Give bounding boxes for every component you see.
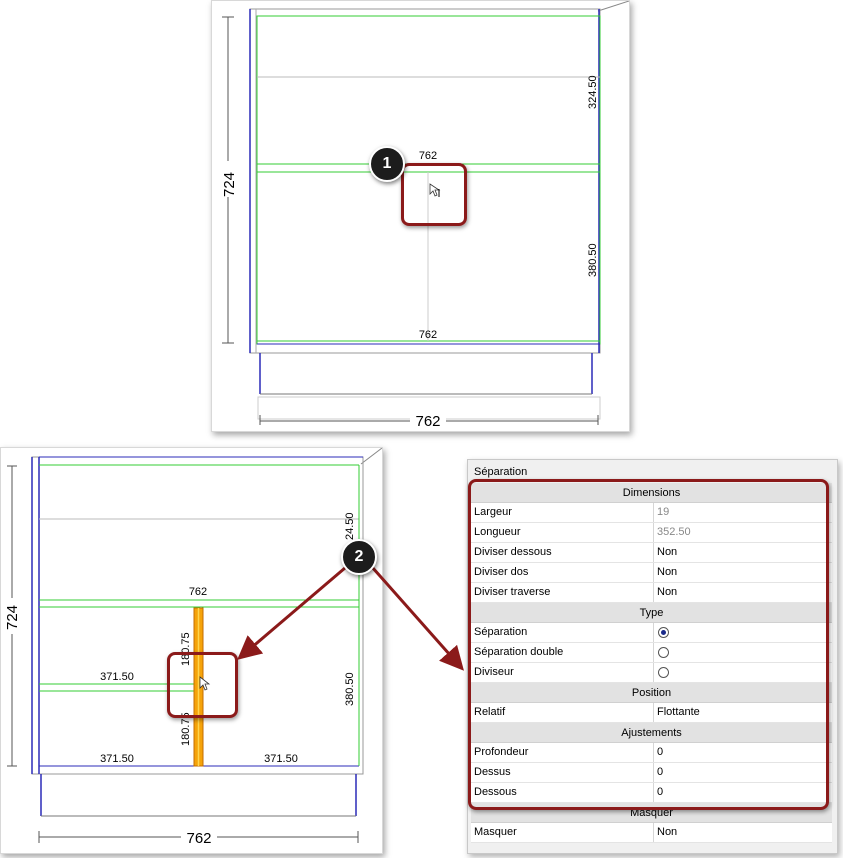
property-value-dessus[interactable]: 0: [657, 766, 664, 778]
property-row-relatif[interactable]: Relatif Flottante: [471, 703, 832, 723]
property-row-separation-double[interactable]: Séparation double: [471, 643, 832, 663]
bottom-shelf-width-label: 762: [189, 586, 207, 598]
section-ajustements-label: Ajustements: [621, 726, 682, 739]
highlight-box-properties: [468, 479, 829, 810]
top-dim-height-bg: [218, 161, 238, 197]
property-label: Dessous: [471, 783, 654, 802]
property-value-longueur: 352.50: [657, 526, 691, 538]
property-row-dessus[interactable]: Dessus 0: [471, 763, 832, 783]
top-bottom-width-label: 762: [419, 329, 437, 341]
property-label: Largeur: [471, 503, 654, 522]
property-row-diviser-traverse[interactable]: Diviser traverse Non: [471, 583, 832, 603]
bottom-dim-bottom-section-label: 380.50: [344, 672, 356, 706]
property-value-diviser-dos[interactable]: Non: [657, 566, 678, 578]
separation-radio-selected[interactable]: [658, 627, 669, 638]
property-row-diviser-dessous[interactable]: Diviser dessous Non: [471, 543, 832, 563]
callout-badge-1: 1: [369, 146, 405, 182]
section-ajustements[interactable]: Ajustements: [471, 723, 832, 743]
property-value-profondeur[interactable]: 0: [657, 746, 664, 758]
property-label: Diviser traverse: [471, 583, 654, 602]
top-shelf-width-label: 762: [419, 150, 437, 162]
top-cabinet-drawing[interactable]: 724 324.50 380.50 762 762 762: [212, 0, 630, 431]
bottom-left-width-label: 371.50: [100, 753, 134, 765]
property-value-diviser-traverse[interactable]: Non: [657, 586, 678, 598]
property-label: Séparation double: [471, 643, 654, 662]
top-overall-width-label: 762: [415, 413, 440, 430]
section-type[interactable]: Type: [471, 603, 832, 623]
property-label: Dessus: [471, 763, 654, 782]
property-label: Relatif: [471, 703, 654, 722]
property-row-separation[interactable]: Séparation: [471, 623, 832, 643]
section-type-label: Type: [639, 606, 664, 619]
property-label: Profondeur: [471, 743, 654, 762]
top-drawing-panel: 724 324.50 380.50 762 762 762: [211, 0, 630, 432]
property-value-dessous[interactable]: 0: [657, 786, 664, 798]
bottom-dim-height-label: 724: [4, 605, 21, 630]
bottom-dim-top-section-label: 24.50: [344, 512, 356, 540]
property-label: Diviser dessous: [471, 543, 654, 562]
property-label: Diviseur: [471, 663, 654, 682]
arrow-to-properties: [370, 566, 464, 671]
property-value-largeur: 19: [657, 506, 670, 518]
property-value-masquer[interactable]: Non: [657, 826, 678, 838]
property-row-longueur[interactable]: Longueur 352.50: [471, 523, 832, 543]
divider-lower-label: 180.75: [180, 712, 192, 746]
top-dim-height-label: 724: [221, 172, 238, 197]
bottom-drawing-panel: 724 24.50 380.50 762 180.75 180.75 371.5…: [0, 447, 383, 854]
property-label: Diviser dos: [471, 563, 654, 582]
separation-double-radio[interactable]: [658, 647, 669, 658]
property-grid: Dimensions Largeur 19 Longueur 352.50 Di…: [471, 483, 832, 843]
properties-panel: Séparation Dimensions Largeur 19 Longueu…: [467, 459, 838, 854]
highlight-box-1: [401, 163, 467, 226]
property-value-diviser-dessous[interactable]: Non: [657, 546, 678, 558]
property-row-dessous[interactable]: Dessous 0: [471, 783, 832, 803]
section-position-label: Position: [631, 686, 672, 699]
bottom-right-width-label: 371.50: [264, 753, 298, 765]
property-label: Masquer: [471, 823, 654, 842]
top-dim-top-section-label: 324.50: [587, 75, 599, 109]
section-dimensions[interactable]: Dimensions: [471, 483, 832, 503]
property-label: Longueur: [471, 523, 654, 542]
section-dimensions-label: Dimensions: [622, 486, 681, 499]
property-label: Séparation: [471, 623, 654, 642]
divider-upper-label: 180.75: [180, 632, 192, 666]
properties-title: Séparation: [474, 466, 528, 478]
callout-badge-2: 2: [341, 539, 377, 575]
property-row-masquer[interactable]: Masquer Non: [471, 823, 832, 843]
top-dim-bottom-section-label: 380.50: [587, 243, 599, 277]
section-position[interactable]: Position: [471, 683, 832, 703]
bottom-cabinet-drawing[interactable]: 724 24.50 380.50 762 180.75 180.75 371.5…: [1, 447, 383, 853]
bottom-overall-width-label: 762: [186, 830, 211, 847]
property-row-diviseur[interactable]: Diviseur: [471, 663, 832, 683]
property-row-largeur[interactable]: Largeur 19: [471, 503, 832, 523]
left-shelf-width-label: 371.50: [100, 671, 134, 683]
property-row-diviser-dos[interactable]: Diviser dos Non: [471, 563, 832, 583]
property-value-relatif[interactable]: Flottante: [657, 706, 700, 718]
property-row-profondeur[interactable]: Profondeur 0: [471, 743, 832, 763]
diviseur-radio[interactable]: [658, 667, 669, 678]
highlight-box-2: [167, 652, 238, 718]
